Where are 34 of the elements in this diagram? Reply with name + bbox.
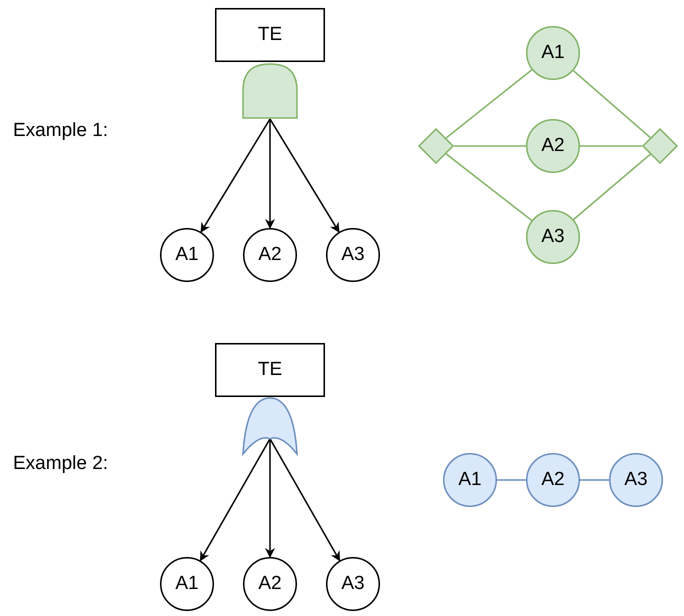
event-circle: A2 [243, 228, 297, 282]
event-circle: A1 [160, 228, 214, 282]
connector-line [446, 153, 532, 222]
and-gate [242, 63, 298, 119]
junction-diamond [418, 128, 454, 164]
event-circle: A3 [609, 453, 663, 507]
connector-line [580, 479, 609, 481]
example-label: Example 1: [13, 120, 108, 142]
example-label: Example 2: [13, 453, 108, 475]
arrow [269, 118, 340, 233]
event-circle: A3 [326, 228, 380, 282]
or-gate [242, 397, 298, 455]
event-circle: A2 [526, 119, 580, 173]
event-circle: A1 [443, 453, 497, 507]
arrow [200, 438, 271, 562]
event-box: TE [215, 8, 325, 62]
junction-diamond [642, 128, 678, 164]
arrow [265, 438, 275, 558]
event-circle: A2 [526, 453, 580, 507]
event-circle: A3 [326, 557, 380, 611]
arrow [269, 438, 340, 562]
connector-line [454, 145, 526, 147]
event-box: TE [215, 343, 325, 397]
connector-line [446, 69, 532, 139]
connector-line [573, 154, 651, 220]
event-circle: A2 [243, 557, 297, 611]
event-circle: A1 [526, 26, 580, 80]
event-circle: A1 [160, 557, 214, 611]
arrow [200, 118, 271, 233]
arrow [265, 119, 275, 229]
connector-line [497, 479, 526, 481]
event-circle: A3 [526, 210, 580, 264]
connector-line [572, 70, 651, 138]
connector-line [580, 145, 642, 147]
